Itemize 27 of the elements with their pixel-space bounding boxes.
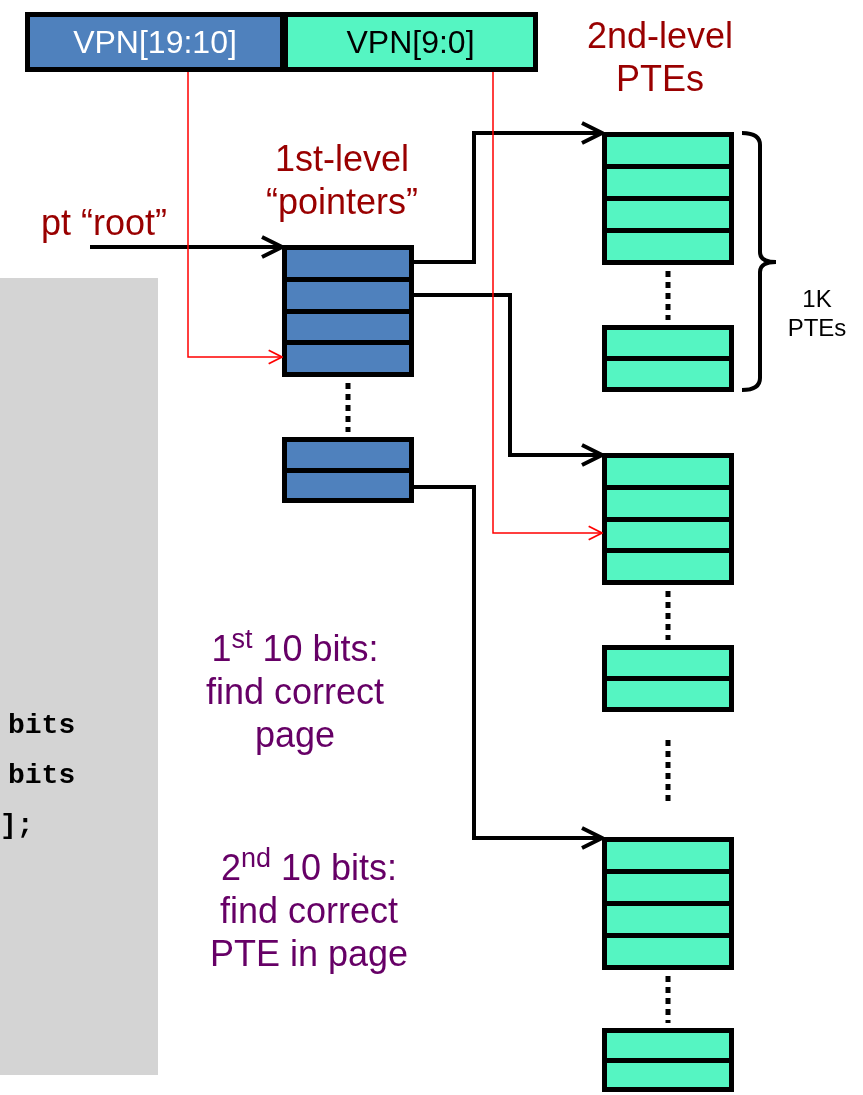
code-text: bits xyxy=(8,709,76,743)
arrow xyxy=(492,71,603,541)
page-table-block xyxy=(602,453,734,585)
count-label: 1K PTEs xyxy=(786,285,848,343)
page-table-block xyxy=(602,132,734,265)
page-table-block xyxy=(602,1028,734,1092)
address-field xyxy=(25,12,285,72)
arrow xyxy=(414,293,604,467)
page-table-block xyxy=(602,325,734,392)
arrow xyxy=(187,71,283,365)
page-table-block xyxy=(282,437,414,503)
page-table-block xyxy=(602,837,734,970)
field-label: VPN[9:0] xyxy=(346,26,475,58)
page-table-block xyxy=(602,645,734,712)
note-text: 1$^{st}$ 10 bits: find correct page xyxy=(204,627,386,757)
address-field xyxy=(283,12,538,72)
arrow xyxy=(90,235,284,259)
field-label: VPN[19:10] xyxy=(73,26,237,58)
code-text: ]; xyxy=(0,809,34,843)
note-text: 2$^{nd}$ 10 bits: find correct PTE in page xyxy=(208,846,410,976)
code-text: bits xyxy=(8,759,76,793)
arrow xyxy=(414,485,604,850)
root-label: pt “root” xyxy=(40,204,167,241)
heading-label: 2nd-level PTEs xyxy=(585,14,735,101)
heading-label: 1st-level “pointers” xyxy=(264,137,420,224)
arrow xyxy=(414,121,604,264)
page-table-block xyxy=(282,245,414,377)
